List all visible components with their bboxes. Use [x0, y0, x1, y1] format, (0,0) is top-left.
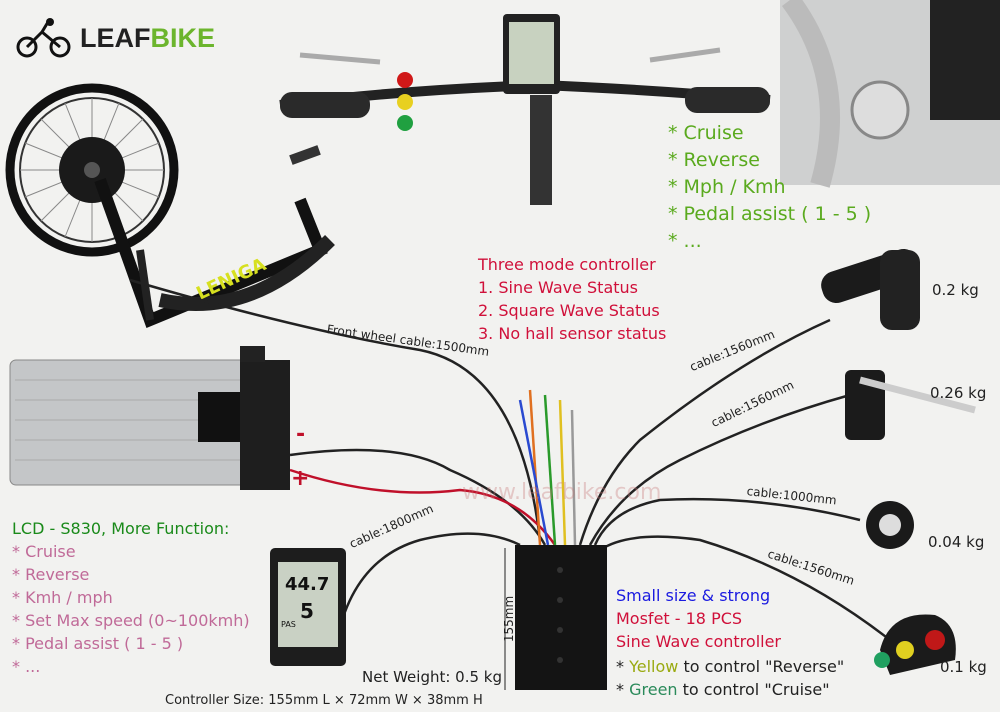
- pas-weight: 0.04 kg: [928, 533, 985, 551]
- feature-item: * ...: [668, 230, 702, 252]
- feature-item: * Reverse: [668, 149, 760, 171]
- wiring: [129, 278, 891, 651]
- svg-text:5: 5: [300, 599, 314, 623]
- brake-lever-photo: [845, 370, 976, 440]
- cyclist-icon: [16, 18, 71, 58]
- brake-weight: 0.26 kg: [930, 384, 987, 402]
- battery-plus-label: +: [291, 466, 310, 491]
- controller-line: Mosfet - 18 PCS: [616, 609, 743, 628]
- controller-line: Small size & strong: [616, 586, 771, 605]
- lcd-feature: * Set Max speed (0~100kmh): [12, 611, 250, 630]
- note-text: to control "Reverse": [678, 657, 845, 676]
- brake-closeup-photo: [780, 0, 1000, 188]
- lcd-feature: * Reverse: [12, 565, 90, 584]
- function-switch-photo: [874, 614, 956, 675]
- mode-title: Three mode controller: [478, 255, 656, 274]
- lcd-feature: * Pedal assist ( 1 - 5 ): [12, 634, 184, 653]
- mode-item: 2. Square Wave Status: [478, 301, 660, 320]
- pas-sensor-photo: [866, 501, 914, 549]
- bullet: *: [616, 680, 630, 699]
- bike-frame: LENIGA: [94, 145, 335, 328]
- feature-item: * Cruise: [668, 122, 744, 144]
- yellow-button-note: * Yellow to control "Reverse": [616, 655, 844, 678]
- lcd-title: LCD - S830, More Function:: [12, 519, 230, 538]
- lcd-feature: * ...: [12, 657, 41, 676]
- green-word: Green: [629, 680, 678, 699]
- controller-size: Controller Size: 155mm L × 72mm W × 38mm…: [165, 693, 483, 708]
- feature-item: * Pedal assist ( 1 - 5 ): [668, 203, 872, 225]
- svg-text:44.7: 44.7: [285, 574, 329, 595]
- lcd-feature: * Cruise: [12, 542, 76, 561]
- svg-text:PAS: PAS: [281, 620, 296, 629]
- feature-list: * Cruise * Reverse * Mph / Kmh * Pedal a…: [668, 120, 871, 255]
- controller-modes: Three mode controller 1. Sine Wave Statu…: [478, 253, 666, 345]
- green-button-note: * Green to control "Cruise": [616, 678, 844, 701]
- handlebar-photo: [279, 14, 771, 205]
- logo-text: LEAFBIKE: [80, 22, 216, 53]
- lcd-feature: * Kmh / mph: [12, 588, 113, 607]
- controller-height-label: 155mm: [502, 595, 517, 643]
- controller-box: [504, 545, 607, 690]
- lcd-display-photo: 44.7 5 PAS: [270, 548, 346, 666]
- bullet: *: [616, 657, 630, 676]
- battery-minus-label: -: [296, 422, 306, 447]
- feature-item: * Mph / Kmh: [668, 176, 786, 198]
- lcd-function-list: LCD - S830, More Function: * Cruise * Re…: [12, 517, 250, 678]
- watermark: www.leafbike.com: [462, 480, 662, 505]
- leafbike-logo: LEAFBIKE: [14, 18, 215, 58]
- controller-info: Small size & strong Mosfet - 18 PCS Sine…: [616, 584, 844, 701]
- throttle-photo: [821, 248, 920, 330]
- controller-weight: Net Weight: 0.5 kg: [362, 668, 503, 686]
- hub-motor-wheel: [5, 83, 179, 257]
- yellow-word: Yellow: [629, 657, 679, 676]
- mode-item: 1. Sine Wave Status: [478, 278, 639, 297]
- note-text: to control "Cruise": [677, 680, 830, 699]
- mode-item: 3. No hall sensor status: [478, 324, 667, 343]
- battery-pack: [9, 346, 290, 490]
- controller-line: Sine Wave controller: [616, 632, 781, 651]
- switch-weight: 0.1 kg: [940, 658, 987, 676]
- throttle-weight: 0.2 kg: [932, 281, 979, 299]
